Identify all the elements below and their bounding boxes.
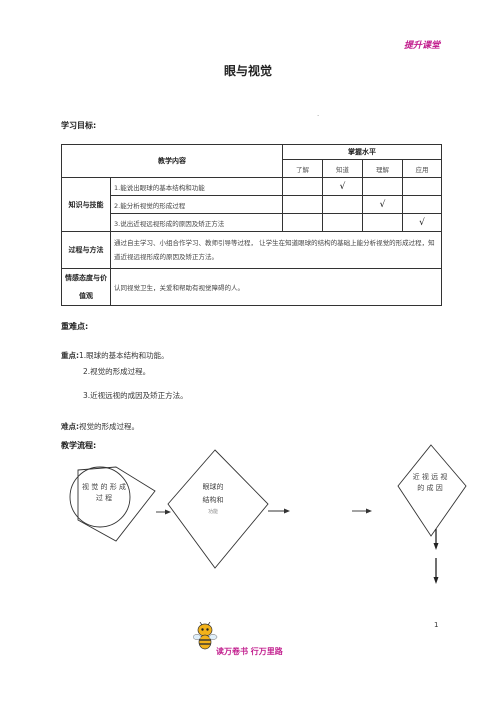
flow-node1-text: 视 觉 的 形 成 过 程 <box>82 483 126 502</box>
col-content-header: 教学内容 <box>61 144 283 178</box>
difficulty-line: 难点:视觉的形成过程。 <box>61 414 139 433</box>
flow-arrowhead <box>284 508 290 514</box>
objectives-table: 教学内容 掌握水平 了解 知道 理解 应用 知识与技能 1.能说出眼球的基本结构… <box>61 144 442 306</box>
flow-arrowhead <box>366 508 372 514</box>
group-process: 过程与方法 <box>61 231 111 269</box>
flow-node-circle <box>69 466 131 528</box>
flow-node-diamond <box>397 444 467 537</box>
flow-node2-line: 眼球的 <box>202 483 224 491</box>
footer-slogan: 读万卷书 行万里路 <box>216 647 283 656</box>
flow-heading: 教学流程: <box>61 441 97 450</box>
attitude-text: 认同视觉卫生，关爱和帮助有视觉障碍的人。 <box>110 268 442 306</box>
key-item: 3.近视远视的成因及矫正方法。 <box>83 391 188 400</box>
bee-mascot-icon <box>193 622 218 650</box>
difficulty-text: 视觉的形成过程。 <box>79 422 139 431</box>
stray-dot: . <box>317 110 320 118</box>
flow-node2-line: 结构和 <box>202 496 224 504</box>
brand-logo-text: 提升课堂 <box>404 41 441 51</box>
key-item: 2.视觉的形成过程。 <box>83 367 151 376</box>
group-attitude: 情感态度与价值观 <box>61 268 111 306</box>
flow-arrowhead <box>433 543 439 550</box>
key-label-line: 重点:1.眼球的基本结构和功能。 <box>61 343 169 362</box>
process-text: 通过自主学习、小组合作学习、教师引导等过程， 让学生在知道眼球的结构的基础上能分… <box>110 231 442 269</box>
flow-node2-line: 功能 <box>207 509 218 515</box>
key-label: 重点: <box>61 351 79 360</box>
flow-arrowhead <box>165 509 171 515</box>
flow-node-pentagon <box>77 466 156 542</box>
flow-node-diamond <box>167 449 269 569</box>
page-number: 1 <box>434 621 439 629</box>
page-title: 眼与视觉 <box>223 64 272 78</box>
objectives-heading: 学习目标: <box>61 121 97 130</box>
difficulty-label: 难点: <box>61 422 79 431</box>
flow-arrowhead <box>433 577 439 584</box>
key-item: 1.眼球的基本结构和功能。 <box>79 351 169 360</box>
flow-node3-text: 近 视 远 视 的 成 因 <box>412 473 448 492</box>
key-points-heading: 重难点: <box>61 322 89 331</box>
